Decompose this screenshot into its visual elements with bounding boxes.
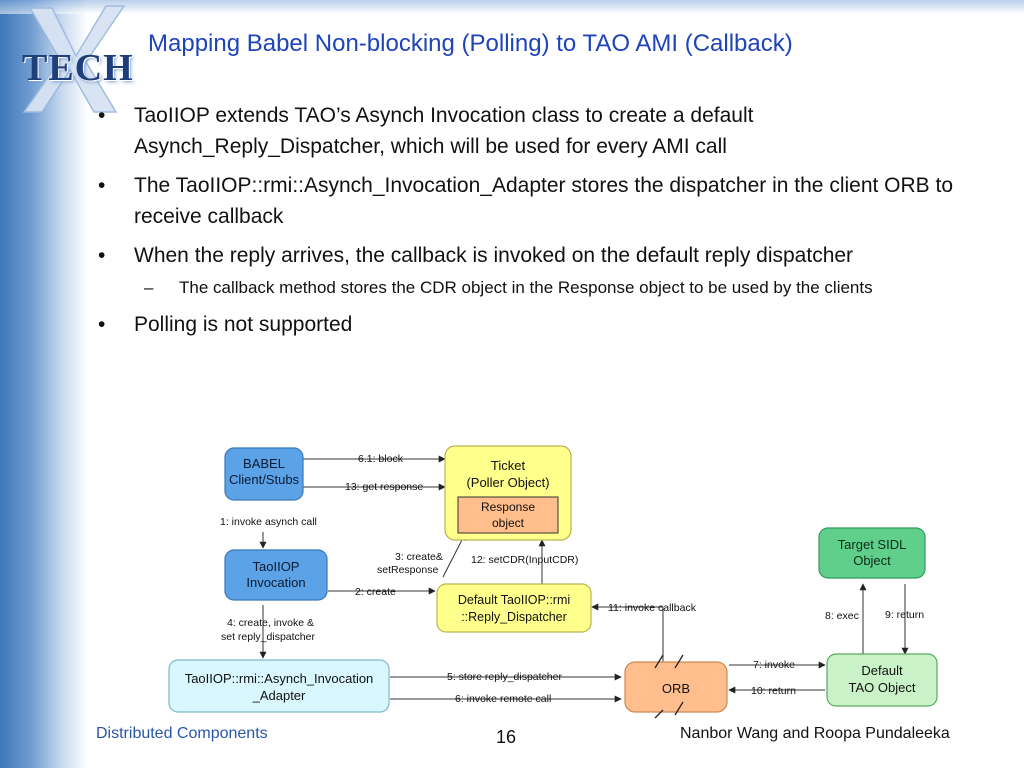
dispatcher-node: Default TaoIIOP::rmi ::Reply_Dispatcher [436, 583, 592, 633]
edge-label-create: 2: create [355, 586, 396, 598]
bullet-item: • The TaoIIOP::rmi::Asynch_Invocation_Ada… [98, 170, 958, 232]
logo-text: TECH [22, 47, 134, 89]
ticket-line-1: Ticket [491, 458, 526, 473]
invocation-node: TaoIIOP Invocation [224, 549, 328, 601]
orb-node: ORB [624, 654, 728, 719]
dispatcher-line-2: ::Reply_Dispatcher [461, 610, 567, 624]
bullet-dot-icon: • [98, 244, 106, 267]
default-tao-line-1: Default [861, 663, 903, 678]
edge-label-set-cdr: 12: setCDR(InputCDR) [471, 554, 578, 566]
edge-label-create-invoke-1: 4: create, invoke & [227, 617, 314, 629]
bullet-dot-icon: • [98, 104, 106, 127]
edge-label-return-10: 10: return [751, 685, 796, 697]
edge-label-create-invoke-2: set reply_dispatcher [221, 631, 315, 643]
edge-label-block: 6.1: block [358, 453, 404, 465]
babel-line-1: BABEL [243, 456, 285, 471]
edge-label-get-response: 13: get response [345, 481, 423, 493]
edge-label-store: 5: store reply_dispatcher [447, 671, 562, 683]
ticket-node: Ticket (Poller Object) Response object [444, 445, 572, 541]
sub-bullet-text: The callback method stores the CDR objec… [179, 278, 873, 297]
response-line-1: Response [481, 500, 535, 514]
bullet-dot-icon: • [98, 313, 106, 336]
bullet-list: • TaoIIOP extends TAO’s Asynch Invocation… [98, 100, 958, 348]
bullet-item: • When the reply arrives, the callback is… [98, 240, 958, 271]
sequence-diagram: BABEL Client/Stubs Ticket (Poller Object… [168, 445, 938, 719]
bullet-item: • Polling is not supported [98, 309, 958, 340]
default-tao-node: Default TAO Object [826, 653, 938, 707]
ticket-line-2: (Poller Object) [466, 475, 549, 490]
edge-label-return-9: 9: return [885, 609, 924, 621]
invocation-line-1: TaoIIOP [253, 559, 300, 574]
edge-label-invoke-remote: 6: invoke remote call [455, 693, 551, 705]
target-line-2: Object [853, 553, 891, 568]
bullet-text: TaoIIOP extends TAO’s Asynch Invocation … [134, 104, 754, 158]
edge-label-invoke-async: 1: invoke asynch call [220, 516, 317, 528]
sub-bullet-item: – The callback method stores the CDR obje… [98, 275, 958, 301]
edge-label-invoke: 7: invoke [753, 659, 795, 671]
default-tao-line-2: TAO Object [849, 680, 916, 695]
target-node: Target SIDL Object [818, 527, 926, 579]
dash-icon: – [144, 278, 154, 297]
edge-label-invoke-callback: 11: invoke callback [608, 602, 697, 614]
bullet-text: Polling is not supported [134, 313, 353, 336]
bullet-text: When the reply arrives, the callback is … [134, 244, 854, 267]
babel-node: BABEL Client/Stubs [224, 447, 304, 501]
footer-course-name: Distributed Components [96, 725, 268, 742]
slide-title: Mapping Babel Non-blocking (Polling) to … [148, 30, 793, 57]
bullet-dot-icon: • [98, 174, 106, 197]
invocation-line-2: Invocation [246, 575, 305, 590]
adapter-line-2: _Adapter [252, 688, 306, 703]
orb-label: ORB [662, 681, 690, 696]
response-line-2: object [492, 516, 525, 530]
top-gradient-bar [0, 0, 1024, 14]
edge-label-create-set-2: setResponse [377, 564, 438, 576]
footer-authors: Nanbor Wang and Roopa Pundaleeka [680, 725, 950, 742]
left-gradient-bar [0, 0, 88, 768]
dispatcher-line-1: Default TaoIIOP::rmi [458, 593, 570, 607]
x-logo-icon [22, 5, 126, 113]
adapter-node: TaoIIOP::rmi::Asynch_Invocation _Adapter [168, 659, 390, 713]
edge-label-exec: 8: exec [825, 610, 859, 622]
babel-line-2: Client/Stubs [229, 472, 300, 487]
footer-page-number: 16 [496, 727, 517, 747]
edge-label-create-set-1: 3: create& [395, 551, 443, 563]
target-line-1: Target SIDL [838, 537, 907, 552]
bullet-text: The TaoIIOP::rmi::Asynch_Invocation_Adap… [134, 174, 954, 228]
adapter-line-1: TaoIIOP::rmi::Asynch_Invocation [185, 671, 374, 686]
bullet-item: • TaoIIOP extends TAO’s Asynch Invocation… [98, 100, 958, 162]
